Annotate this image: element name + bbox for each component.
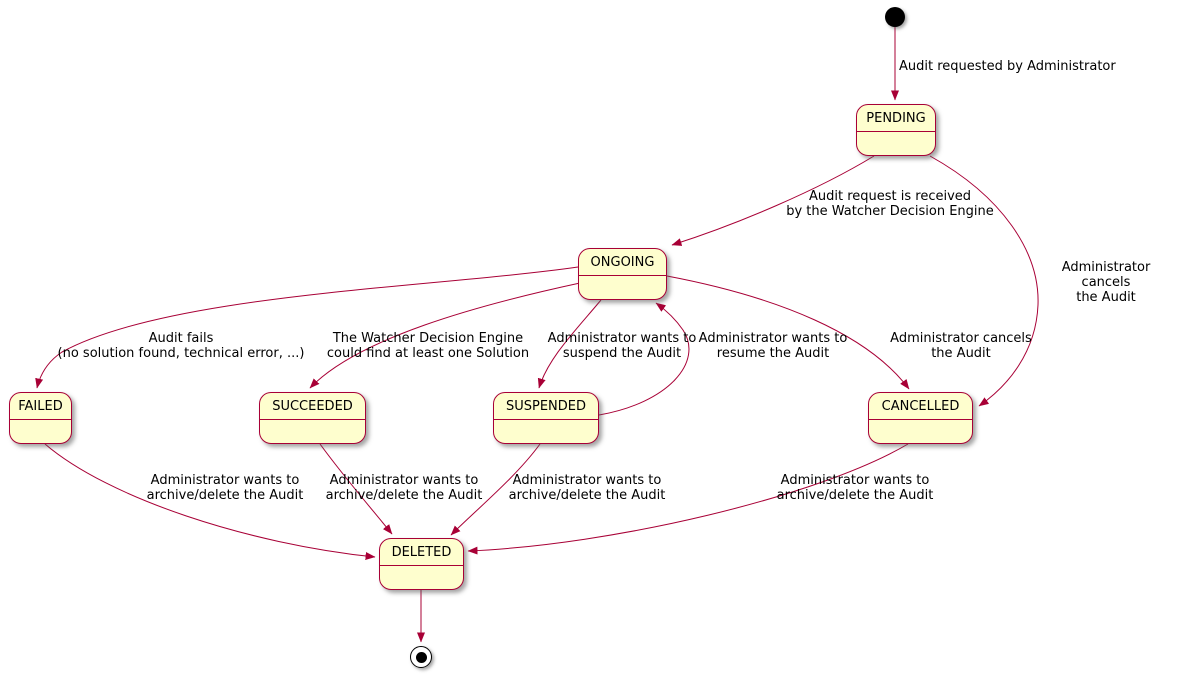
edge-cancelled-to-deleted bbox=[467, 443, 909, 555]
state-ongoing-label: ONGOING bbox=[579, 249, 666, 276]
state-suspended: SUSPENDED bbox=[493, 392, 599, 444]
edge-ongoing-to-suspended bbox=[537, 299, 602, 389]
edge-label-pending-to-cancelled: Administrator cancels the Audit bbox=[1061, 260, 1151, 305]
state-pending-label: PENDING bbox=[857, 105, 935, 132]
edge-ongoing-to-failed bbox=[35, 266, 579, 389]
edge-failed-to-deleted bbox=[44, 443, 376, 561]
edge-pending-to-ongoing bbox=[671, 155, 875, 246]
edge-label-init-to-pending: Audit requested by Administrator bbox=[899, 59, 1116, 74]
state-cancelled: CANCELLED bbox=[868, 392, 973, 444]
edge-label-ongoing-to-suspended: Administrator wants to suspend the Audit bbox=[547, 331, 697, 361]
edge-ongoing-to-cancelled bbox=[666, 275, 910, 390]
state-failed-body bbox=[10, 420, 71, 443]
state-suspended-label: SUSPENDED bbox=[494, 393, 598, 420]
state-cancelled-body bbox=[869, 420, 972, 443]
edge-pending-to-cancelled bbox=[929, 155, 1039, 407]
edge-suspended-to-deleted bbox=[450, 443, 541, 536]
edge-label-succeeded-to-deleted: Administrator wants to archive/delete th… bbox=[325, 473, 483, 503]
state-pending: PENDING bbox=[856, 104, 936, 156]
state-deleted-body bbox=[380, 566, 463, 589]
state-ongoing-body bbox=[579, 276, 666, 299]
state-pending-body bbox=[857, 132, 935, 155]
final-state bbox=[410, 646, 432, 668]
state-cancelled-label: CANCELLED bbox=[869, 393, 972, 420]
state-ongoing: ONGOING bbox=[578, 248, 667, 300]
edge-label-suspended-to-deleted: Administrator wants to archive/delete th… bbox=[508, 473, 666, 503]
state-succeeded-body bbox=[260, 420, 365, 443]
edge-label-ongoing-to-failed: Audit fails (no solution found, technica… bbox=[57, 331, 305, 361]
state-deleted-label: DELETED bbox=[380, 539, 463, 566]
edge-label-ongoing-to-succeeded: The Watcher Decision Engine could find a… bbox=[326, 331, 530, 361]
edge-label-cancelled-to-deleted: Administrator wants to archive/delete th… bbox=[776, 473, 934, 503]
state-succeeded: SUCCEEDED bbox=[259, 392, 366, 444]
final-state-dot bbox=[415, 651, 427, 663]
state-deleted: DELETED bbox=[379, 538, 464, 590]
edge-suspended-to-ongoing bbox=[598, 302, 690, 416]
state-failed: FAILED bbox=[9, 392, 72, 444]
edge-succeeded-to-deleted bbox=[319, 443, 393, 535]
edge-label-ongoing-to-cancelled: Administrator cancels the Audit bbox=[890, 331, 1032, 361]
edge-label-pending-to-ongoing: Audit request is received by the Watcher… bbox=[786, 189, 994, 219]
edge-label-failed-to-deleted: Administrator wants to archive/delete th… bbox=[146, 473, 304, 503]
initial-state bbox=[885, 7, 905, 27]
edge-label-suspended-to-ongoing: Administrator wants to resume the Audit bbox=[698, 331, 848, 361]
state-succeeded-label: SUCCEEDED bbox=[260, 393, 365, 420]
edge-ongoing-to-succeeded bbox=[309, 282, 581, 389]
state-suspended-body bbox=[494, 420, 598, 443]
state-failed-label: FAILED bbox=[10, 393, 71, 420]
